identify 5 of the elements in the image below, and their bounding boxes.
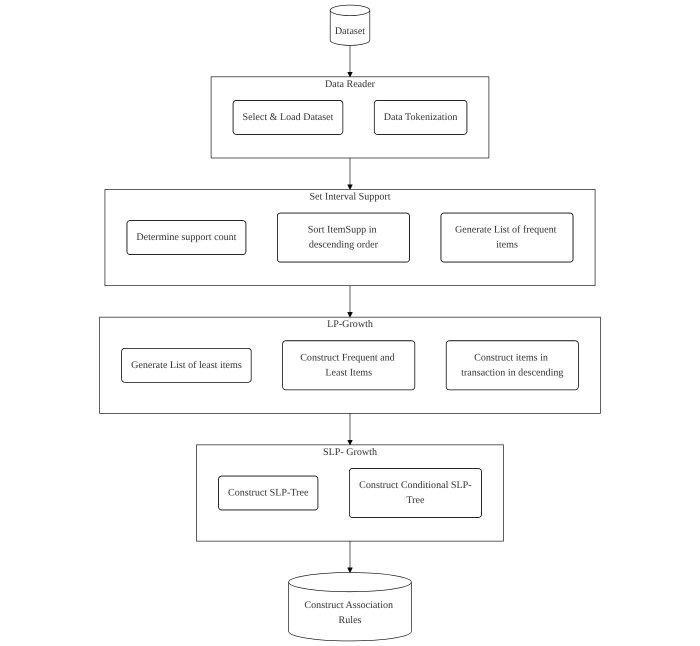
arrow [347, 540, 353, 573]
arrow [347, 285, 353, 318]
arrow [347, 158, 353, 190]
arrow [347, 45, 353, 78]
arrow [347, 413, 353, 446]
